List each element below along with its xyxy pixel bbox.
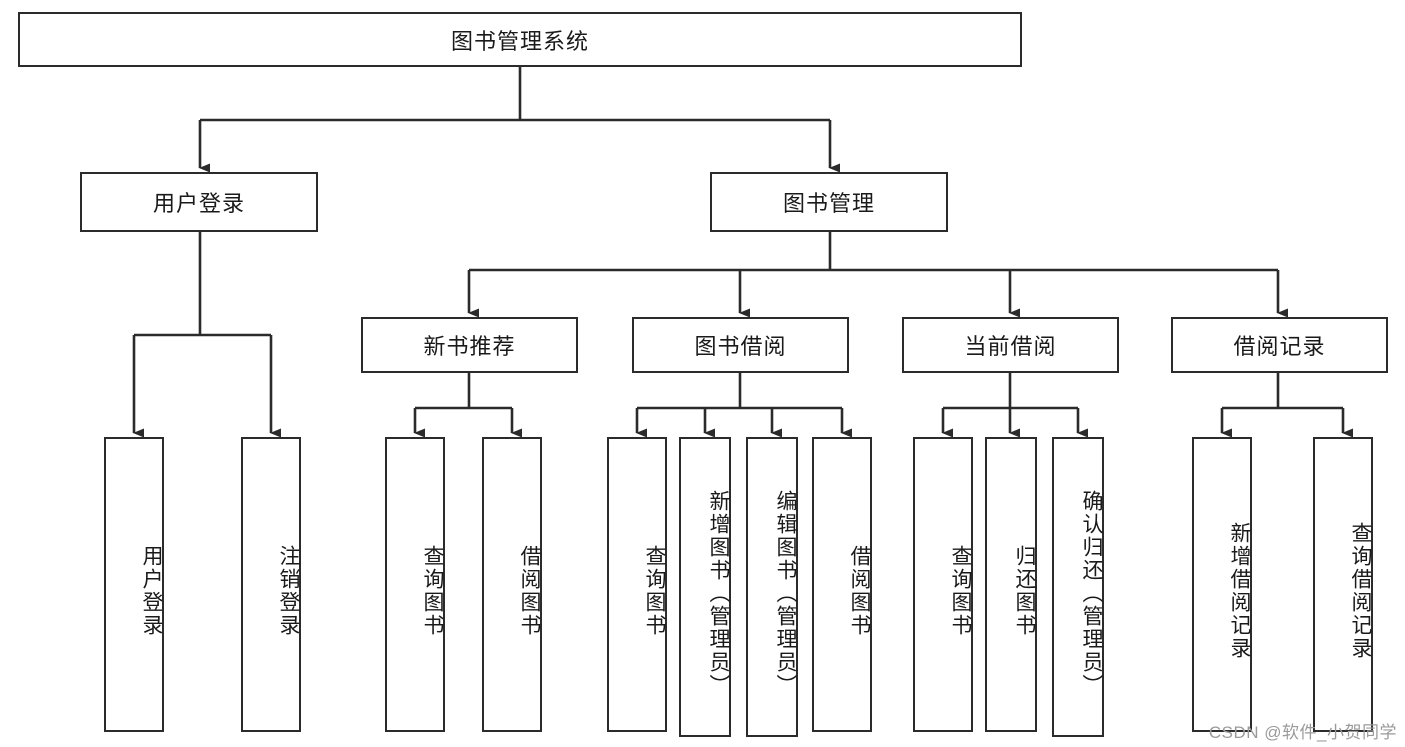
node-user-login[interactable]: 用户登录 (80, 172, 318, 232)
node-root-label: 图书管理系统 (450, 28, 589, 54)
node-leaf-return-book[interactable]: 归还图书 (985, 437, 1037, 732)
node-leaf-borrow-book-2[interactable]: 借阅图书 (812, 437, 872, 732)
node-leaf-edit-book[interactable]: 编辑图书（管理员） (746, 437, 798, 737)
node-leaf-confirm-return[interactable]: 确认归还（管理员） (1052, 437, 1104, 737)
node-leaf-query-book-1-label: 查询图书 (421, 544, 444, 637)
node-book-manage[interactable]: 图书管理 (710, 172, 948, 232)
node-leaf-add-record-label: 新增借阅记录 (1228, 521, 1251, 660)
node-leaf-query-book-3-label: 查询图书 (949, 544, 972, 637)
node-leaf-query-book-2-label: 查询图书 (643, 544, 666, 637)
node-leaf-logout[interactable]: 注销登录 (241, 437, 301, 732)
csdn-watermark: CSDN @软件_小贺同学 (1208, 723, 1397, 742)
node-book-manage-label: 图书管理 (782, 191, 875, 216)
node-leaf-add-book-label: 新增图书（管理员） (707, 489, 730, 697)
node-borrow-record[interactable]: 借阅记录 (1171, 317, 1388, 373)
node-root[interactable]: 图书管理系统 (18, 12, 1022, 67)
node-borrow-record-label: 借阅记录 (1233, 334, 1326, 359)
node-leaf-query-record[interactable]: 查询借阅记录 (1313, 437, 1373, 732)
node-current-borrow-label: 当前借阅 (964, 334, 1057, 359)
node-leaf-return-book-label: 归还图书 (1013, 544, 1036, 637)
node-leaf-query-book-1[interactable]: 查询图书 (385, 437, 445, 732)
node-leaf-borrow-book-2-label: 借阅图书 (848, 544, 871, 637)
node-user-login-label: 用户登录 (152, 191, 245, 216)
node-leaf-edit-book-label: 编辑图书（管理员） (774, 489, 797, 697)
node-leaf-confirm-return-label: 确认归还（管理员） (1080, 489, 1103, 697)
node-book-borrow-label: 图书借阅 (694, 334, 787, 359)
node-leaf-borrow-book-1[interactable]: 借阅图书 (482, 437, 542, 732)
node-book-borrow[interactable]: 图书借阅 (632, 317, 849, 373)
node-leaf-add-book[interactable]: 新增图书（管理员） (679, 437, 731, 737)
node-leaf-query-book-2[interactable]: 查询图书 (607, 437, 667, 732)
node-leaf-add-record[interactable]: 新增借阅记录 (1192, 437, 1252, 732)
node-leaf-user-login-label: 用户登录 (140, 544, 163, 637)
node-new-book-recommend[interactable]: 新书推荐 (361, 317, 578, 373)
node-new-book-recommend-label: 新书推荐 (423, 334, 516, 359)
node-current-borrow[interactable]: 当前借阅 (902, 317, 1119, 373)
node-leaf-logout-label: 注销登录 (277, 544, 300, 637)
node-leaf-query-book-3[interactable]: 查询图书 (913, 437, 973, 732)
node-leaf-query-record-label: 查询借阅记录 (1349, 521, 1372, 660)
node-leaf-borrow-book-1-label: 借阅图书 (518, 544, 541, 637)
node-leaf-user-login[interactable]: 用户登录 (104, 437, 164, 732)
